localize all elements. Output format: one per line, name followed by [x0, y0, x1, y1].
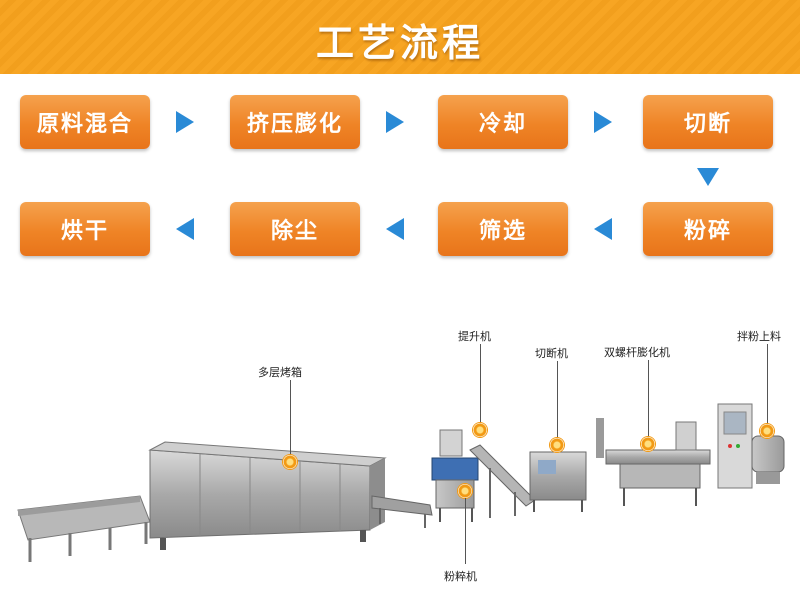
- step-drying: 烘干: [20, 202, 150, 256]
- leader-line: [480, 344, 481, 424]
- step-dust-removal: 除尘: [230, 202, 360, 256]
- arrow-down-icon: [697, 168, 719, 186]
- arrow-right-icon: [594, 111, 612, 133]
- label-crusher: 粉粹机: [444, 570, 477, 583]
- header-banner: 工艺流程: [0, 0, 800, 74]
- cooling-conveyor: [17, 495, 151, 562]
- step-screening: 筛选: [438, 202, 568, 256]
- crusher-machine: [431, 429, 479, 522]
- step-extrusion-puffing: 挤压膨化: [230, 95, 360, 149]
- mixer-feeder-machine: [751, 435, 785, 484]
- production-line-illustration: [17, 403, 785, 562]
- arrow-left-icon: [594, 218, 612, 240]
- label-elevator: 提升机: [458, 330, 491, 343]
- step-raw-material-mixing: 原料混合: [20, 95, 150, 149]
- arrow-right-icon: [176, 111, 194, 133]
- hotspot-cutter-icon[interactable]: [550, 438, 564, 452]
- arrow-right-icon: [386, 111, 404, 133]
- leader-line: [648, 360, 649, 440]
- multi-layer-oven: [148, 441, 387, 550]
- step-cutting: 切断: [643, 95, 773, 149]
- hotspot-elevator-icon[interactable]: [473, 423, 487, 437]
- hotspot-crusher-icon[interactable]: [458, 484, 472, 498]
- hotspot-extruder-icon[interactable]: [641, 437, 655, 451]
- step-crushing: 粉碎: [643, 202, 773, 256]
- arrow-left-icon: [176, 218, 194, 240]
- twin-screw-extruder: [596, 418, 711, 506]
- page-title: 工艺流程: [315, 21, 484, 65]
- leader-line: [290, 380, 291, 456]
- hotspot-oven-icon[interactable]: [283, 455, 297, 469]
- step-cooling: 冷却: [438, 95, 568, 149]
- leader-line: [557, 361, 558, 441]
- label-cutter: 切断机: [535, 347, 568, 360]
- cutter-machine: [529, 451, 587, 512]
- control-cabinet: [717, 403, 753, 489]
- leader-line: [767, 344, 768, 426]
- label-multi-layer-oven: 多层烤箱: [258, 366, 302, 379]
- leader-line: [465, 498, 466, 564]
- elevator-machine: [469, 444, 536, 518]
- arrow-left-icon: [386, 218, 404, 240]
- hotspot-mixer-icon[interactable]: [760, 424, 774, 438]
- label-mixer-feeder: 拌粉上料: [737, 330, 781, 343]
- label-twin-screw-extruder: 双螺杆膨化机: [604, 346, 670, 359]
- conveyor: [371, 495, 433, 528]
